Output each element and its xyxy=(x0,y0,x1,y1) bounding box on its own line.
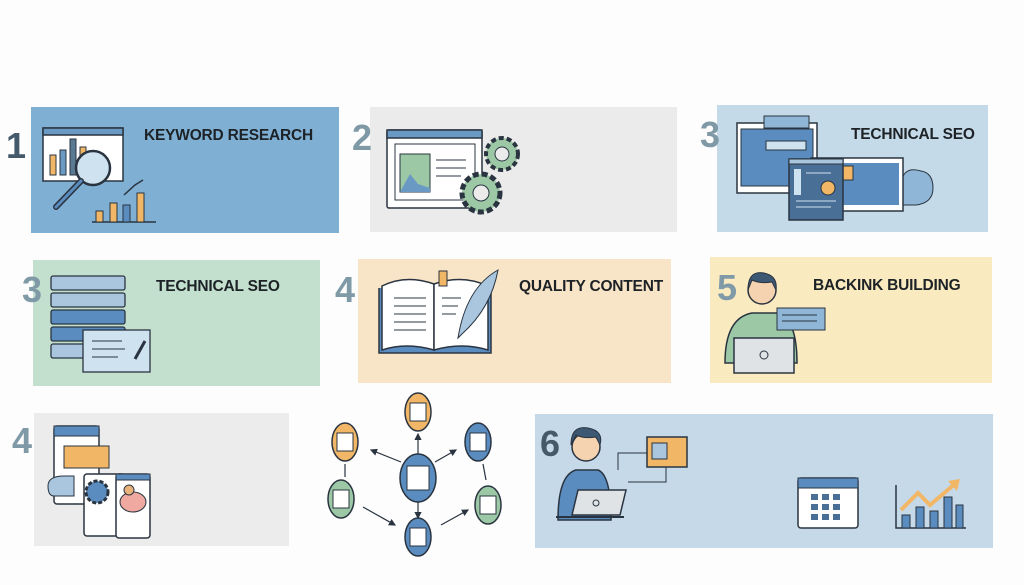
step-number: 3 xyxy=(700,114,721,155)
step-number: 4 xyxy=(12,420,33,461)
step-number: 1 xyxy=(6,125,27,166)
browser-gears-icon xyxy=(386,129,520,215)
server-rack-icon xyxy=(50,275,151,373)
step-title: QUALITY CONTENT xyxy=(519,278,663,295)
step-number: 3 xyxy=(22,269,43,310)
step-title: TECHNICAL SEO xyxy=(851,126,975,143)
step-number: 2 xyxy=(352,117,373,158)
analytics-person-calendar-chart-icon xyxy=(556,427,966,529)
mobile-devices-icon xyxy=(47,425,151,539)
magnifier-chart-icon xyxy=(42,127,156,223)
step-number: 6 xyxy=(540,423,561,464)
person-laptop-icon xyxy=(724,272,826,374)
browser-windows-cloud-icon xyxy=(736,115,934,221)
link-network-icon xyxy=(327,392,502,557)
step-number: 5 xyxy=(717,267,738,308)
step-title: TECHNICAL SEO xyxy=(156,278,280,295)
step-number: 4 xyxy=(335,269,356,310)
open-book-quill-icon xyxy=(378,269,499,354)
step-title: BACKINK BUILDING xyxy=(813,277,961,294)
step-title: KEYWORD RESEARCH xyxy=(144,127,314,144)
